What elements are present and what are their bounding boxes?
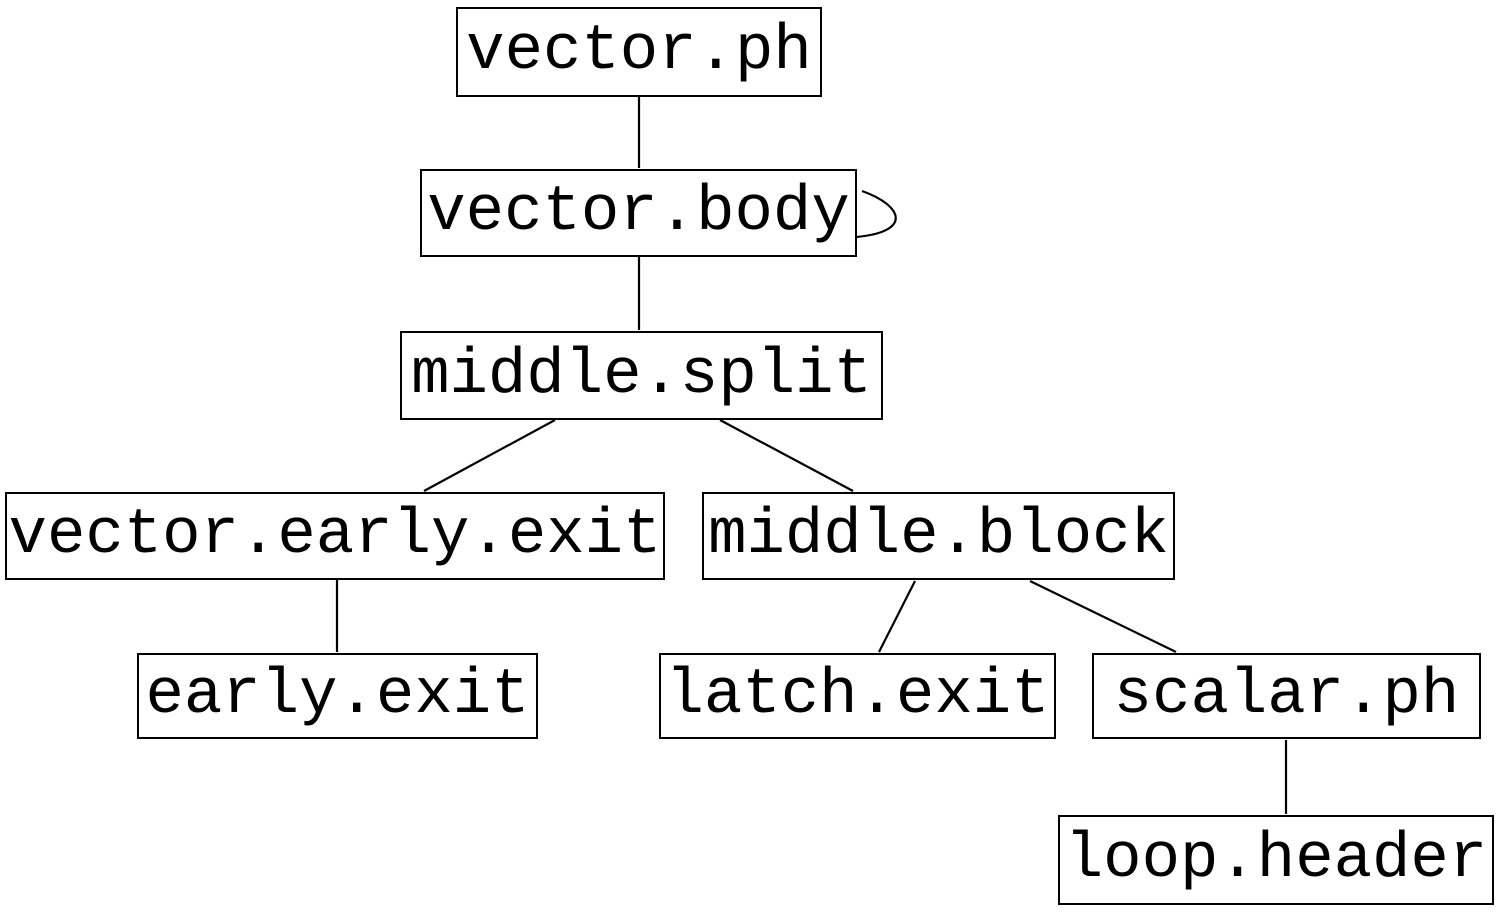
- node-latch-exit: latch.exit: [659, 653, 1056, 739]
- edge-middle-block-to-scalar-ph: [1029, 580, 1177, 653]
- node-label-vector-early-exit: vector.early.exit: [8, 500, 662, 572]
- node-vector-ph: vector.ph: [456, 7, 822, 97]
- node-label-middle-block: middle.block: [708, 500, 1169, 572]
- node-label-vector-body: vector.body: [427, 177, 850, 249]
- node-label-scalar-ph: scalar.ph: [1113, 660, 1460, 732]
- node-loop-header: loop.header: [1058, 815, 1494, 905]
- edge-middle-split-to-middle-block: [719, 419, 854, 492]
- node-label-latch-exit: latch.exit: [665, 660, 1050, 732]
- node-middle-block: middle.block: [702, 492, 1175, 580]
- node-vector-body: vector.body: [420, 169, 857, 257]
- node-vector-early-exit: vector.early.exit: [5, 492, 665, 580]
- node-scalar-ph: scalar.ph: [1092, 653, 1481, 739]
- node-early-exit: early.exit: [137, 653, 538, 739]
- node-label-loop-header: loop.header: [1064, 824, 1488, 896]
- edge-vector-body-to-vector-body-self-loop: [855, 189, 897, 239]
- node-label-middle-split: middle.split: [411, 339, 872, 412]
- edge-middle-split-to-vector-early-exit: [423, 419, 556, 492]
- node-label-early-exit: early.exit: [145, 660, 530, 732]
- node-label-vector-ph: vector.ph: [466, 16, 812, 88]
- edge-middle-block-to-latch-exit: [878, 580, 916, 653]
- node-middle-split: middle.split: [400, 331, 883, 420]
